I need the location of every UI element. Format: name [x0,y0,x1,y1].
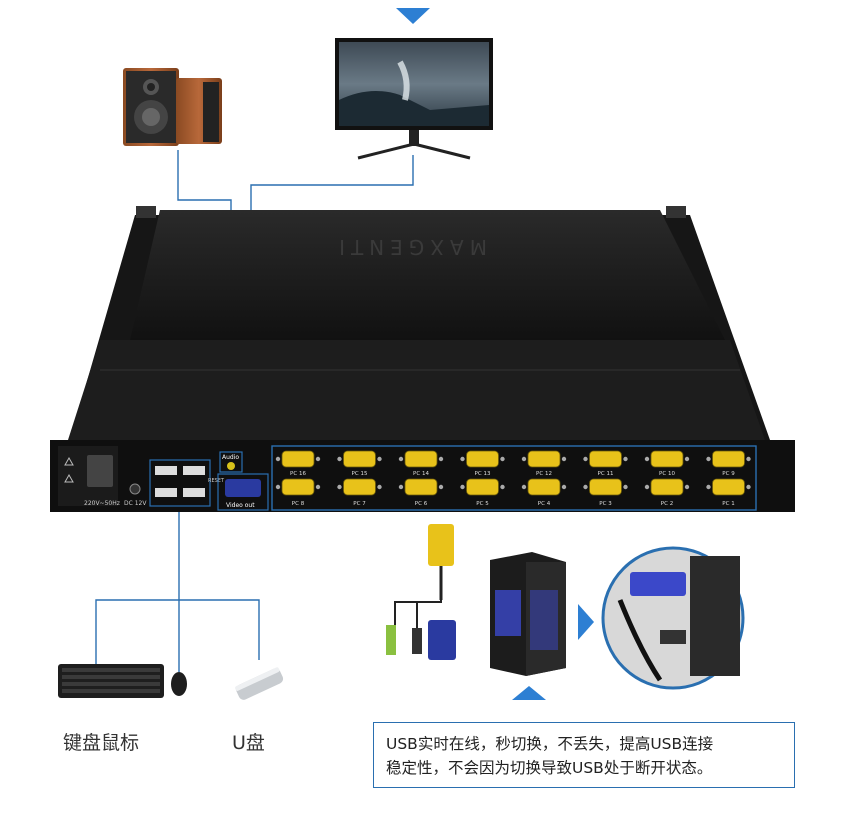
usb-drive-label: U盘 [232,732,265,754]
power-spec-label: 220V~50Hz [84,500,120,507]
vga-port [650,478,684,496]
port-screw [315,484,321,490]
right-arrow-icon [578,604,594,640]
up-arrow-icon [512,686,546,700]
pc-port-label: PC 1 [722,501,734,507]
vga-port [343,450,376,468]
pc-port-label: PC 10 [659,471,675,477]
vga-port [281,478,315,496]
port-screw [644,456,650,462]
video-out-label: Video out [226,502,255,509]
audio-port-label: Audio [222,454,239,461]
port-screw [398,456,404,462]
port-screw [746,484,751,490]
vga-port [650,450,684,468]
port-screw [315,456,321,462]
vga-port [712,478,745,496]
port-screw [561,484,567,490]
pc-port-label: PC 13 [475,471,491,477]
port-screw [521,456,527,462]
mouse-image [171,672,187,696]
port-screw [337,484,342,490]
port-screw [500,484,505,490]
vga-port [404,450,438,468]
port-screw [583,484,588,490]
port-screw [460,456,465,462]
vga-port [712,450,745,468]
port-screw [684,484,690,490]
port-screw [398,484,404,490]
port-screw [438,456,444,462]
port-screw [746,456,751,462]
pc-port-label: PC 12 [536,471,552,477]
port-screw [583,456,588,462]
keyboard-mouse-label: 键盘鼠标 [63,732,140,754]
port-screw [684,456,690,462]
port-screw [644,484,650,490]
vga-port [527,478,561,496]
port-screw [337,456,342,462]
pc-port-label: PC 5 [476,501,489,507]
vga-port [343,478,376,496]
pc-port-label: PC 15 [352,471,368,477]
port-screw [623,456,628,462]
port-screw [706,484,711,490]
pc-port-label: PC 3 [599,501,612,507]
speakers-image [123,68,222,146]
down-arrow-icon [396,8,430,24]
vga-port-array: PC 16 PC 15 PC 14 PC 13 PC 12 PC 11 PC 10 PC 9 P… [275,450,751,507]
monitor-image [335,38,493,160]
pc-port-label: PC 6 [415,501,428,507]
vga-port [404,478,438,496]
vga-port [281,450,315,468]
kvm-cable-image [386,524,456,660]
pc-port-label: PC 7 [353,501,366,507]
pc-port-label: PC 9 [722,471,735,477]
port-screw [377,456,382,462]
pc-port-label: PC 14 [413,471,429,477]
kvm-switch-image: MAXGENTI 220V~50Hz DC 12V Audio RESET Vi… [50,206,795,512]
port-screw [275,456,281,462]
port-screw [521,484,527,490]
pc-port-label: PC 2 [661,501,673,507]
port-screw [561,456,567,462]
port-screw [706,456,711,462]
pc-port-label: PC 16 [290,471,306,477]
vga-port [589,478,622,496]
pc-port-label: PC 4 [538,501,551,507]
pc-port-label: PC 8 [292,501,305,507]
port-screw [438,484,444,490]
keyboard-image [58,664,164,698]
port-screw [623,484,628,490]
pc-tower-image [490,552,566,676]
pc-port-label: PC 11 [598,471,614,477]
dc-label: DC 12V [124,500,147,507]
port-screw [377,484,382,490]
vga-port [589,450,622,468]
zoom-detail-image [601,546,745,690]
vga-port [466,450,499,468]
reset-label: RESET [208,478,225,484]
usb-feature-note-line2: 稳定性，不会因为切换导致USB处于断开状态。 [386,759,713,777]
port-screw [500,456,505,462]
port-screw [460,484,465,490]
usb-drive-image [235,667,284,700]
usb-feature-note-line1: USB实时在线，秒切换，不丢失，提高USB连接 [386,735,714,753]
vga-port [466,478,499,496]
vga-port [527,450,561,468]
port-screw [275,484,281,490]
brand-logo: MAXGENTI [333,235,487,259]
usb-feature-note: USB实时在线，秒切换，不丢失，提高USB连接 稳定性，不会因为切换导致USB处… [373,722,795,788]
